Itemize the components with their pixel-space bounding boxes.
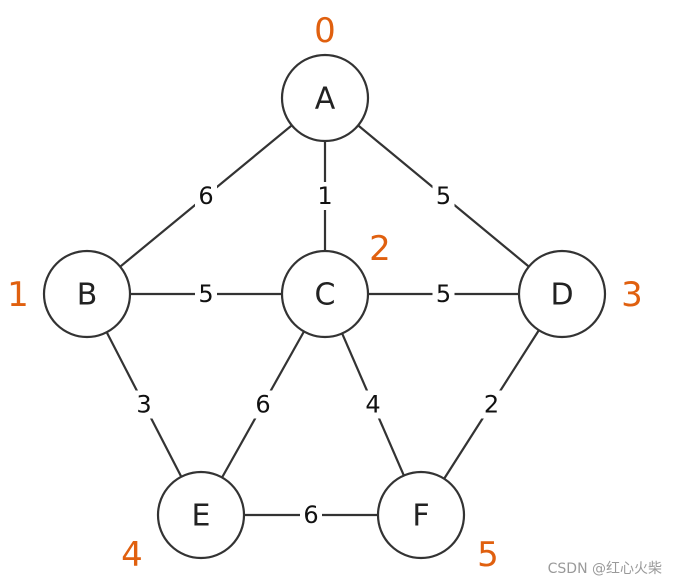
edge-weight-bg-C-D [432,280,455,308]
node-index-a: 0 [314,11,336,51]
edge-weight-E-F: 6 [303,501,318,529]
node-label-c: C [315,278,336,313]
edge-weight-bg-A-B [195,182,217,210]
node-label-f: F [412,499,429,534]
node-index-d: 3 [621,275,643,315]
edge-weight-B-C: 5 [198,280,213,308]
node-label-a: A [315,82,336,117]
watermark: CSDN @红心火柴 [547,561,662,577]
edge-weight-A-C: 1 [317,182,332,210]
edge-weight-bg-A-C [314,182,336,210]
edge-weight-bg-E-F [300,501,322,529]
nodes-layer: A B C D E F [42,53,607,560]
node-circle-a [280,53,370,143]
node-label-b: B [77,278,98,313]
node-a: A [280,53,370,143]
edge-weight-bg-C-F [362,390,384,419]
weights-layer: 6 1 5 5 5 3 6 4 2 6 [133,182,503,529]
node-circle-d [517,249,607,339]
node-label-e: E [192,499,211,534]
node-index-f: 5 [477,535,499,575]
edge-weight-bg-D-F [480,390,503,419]
edge-weight-B-E: 3 [136,391,151,419]
node-label-d: D [550,278,573,313]
edge-weight-bg-B-C [195,280,217,308]
edge-weight-bg-C-E [252,390,274,419]
node-circle-e [156,470,246,560]
edge-weight-C-F: 4 [365,391,380,419]
edge-weight-A-B: 6 [198,182,213,210]
node-index-c: 2 [369,229,391,269]
edge-weight-bg-B-E [133,390,155,419]
edge-weight-D-F: 2 [484,391,499,419]
edge-weight-bg-A-D [432,182,455,210]
node-f: F [376,470,466,560]
node-c: C [280,249,370,339]
node-b: B [42,249,132,339]
edge-weight-A-D: 5 [436,182,451,210]
node-e: E [156,470,246,560]
node-circle-b [42,249,132,339]
node-index-e: 4 [121,535,143,575]
node-d: D [517,249,607,339]
edge-weight-C-D: 5 [436,280,451,308]
index-layer: 0 1 2 3 4 5 [7,11,643,575]
edge-weight-C-E: 6 [255,391,270,419]
node-circle-f [376,470,466,560]
node-index-b: 1 [7,275,29,315]
node-circle-c [280,249,370,339]
